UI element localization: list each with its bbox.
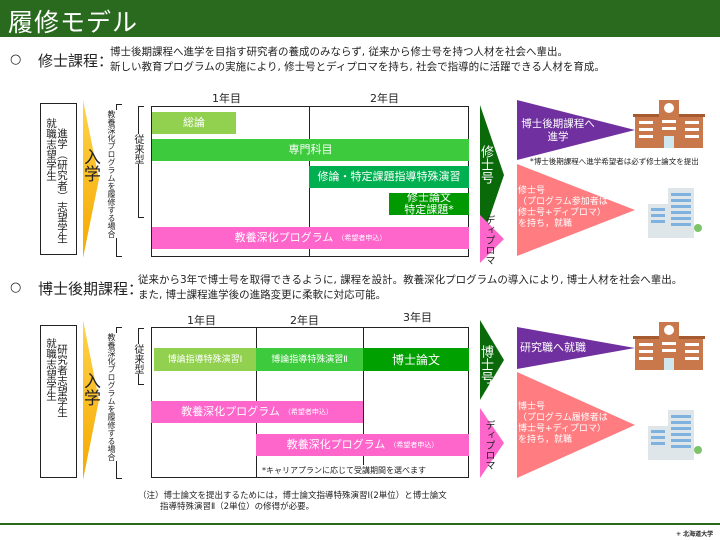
line: （プログラム履修者は xyxy=(518,413,608,423)
university-building-icon xyxy=(633,322,705,370)
office-building-icon xyxy=(648,188,702,238)
diploma-label: ディプロマ xyxy=(483,420,494,470)
header-bar xyxy=(0,0,720,37)
bar-label: 教養深化プログラム xyxy=(181,405,280,418)
bar-note: （希望者申込） xyxy=(389,441,439,449)
student-types-box: 進学（研究者）志望学生 就職志望学生 xyxy=(40,103,77,255)
program-case-label: 教養深化プログラムを履修する場合 xyxy=(106,333,117,461)
bar-label: 博士論文 xyxy=(391,352,440,367)
university-building-icon xyxy=(633,100,705,148)
bar-label: 教養深化プログラム xyxy=(234,231,334,244)
course-program-b: 教養深化プログラム（希望者申込） xyxy=(256,434,469,456)
enroll-label: 入学 xyxy=(80,148,100,182)
bar-label: 博論指導特殊演習Ⅱ xyxy=(271,354,348,365)
year-label: 2年目 xyxy=(290,314,319,327)
degree-label: 博士号 xyxy=(478,345,493,384)
year-label: 2年目 xyxy=(370,92,399,105)
enroll-label: 入学 xyxy=(80,372,100,406)
course-program: 教養深化プログラム（希望者申込） xyxy=(152,227,469,249)
students-research: 進学（研究者）志望学生 xyxy=(56,128,68,244)
outcome-job: 修士号 （プログラム参加者は 修士号+ディプロマ） を持ち，就職 xyxy=(518,186,608,230)
page-title: 履修モデル xyxy=(8,8,139,37)
line: 博士号+ディプロマ） xyxy=(518,424,606,434)
students-job: 就職志望学生 xyxy=(45,338,57,401)
line: 博士号 xyxy=(518,402,546,412)
course-seminar-2: 博論指導特殊演習Ⅱ xyxy=(256,348,363,371)
bar-label: 特定課題* xyxy=(404,203,454,216)
course-general: 総論 xyxy=(152,112,236,134)
section-heading-doctor: 博士後期課程： xyxy=(38,280,144,298)
students-research: 研究者志望学生 xyxy=(56,344,68,418)
bar-label: 教養深化プログラム xyxy=(286,438,386,451)
course-seminar: 修論・特定課題指導特殊演習 xyxy=(309,166,469,188)
logo-text: 北海道大学 xyxy=(683,531,714,538)
bar-label: 修士論文 xyxy=(407,191,451,204)
master-desc-2: 新しい教育プログラムの実施により, 修士号とディプロマを持ち, 社会で指導的に活… xyxy=(110,61,605,73)
course-specialized: 専門科目 xyxy=(152,139,469,161)
course-program-a: 教養深化プログラム（希望者申込） xyxy=(151,401,363,423)
diploma-label: ディプロマ xyxy=(483,215,494,265)
bar-label: 専門科目 xyxy=(288,143,333,156)
bullet: ○ xyxy=(10,280,22,295)
divider xyxy=(363,327,364,467)
traditional-label: 従来型 xyxy=(130,344,145,374)
traditional-label: 従来型 xyxy=(130,134,145,164)
line: （プログラム参加者は xyxy=(518,197,608,207)
year-label: 1年目 xyxy=(187,314,216,327)
course-thesis: 修士論文特定課題* xyxy=(389,191,469,216)
course-seminar-1: 博論指導特殊演習Ⅰ xyxy=(154,348,256,371)
students-job: 就職志望学生 xyxy=(45,118,57,181)
footnote-2: 指導特殊演習Ⅱ（2単位）の修得が必要。 xyxy=(160,502,315,512)
outcome-phd: 博士後期課程へ進学 xyxy=(521,118,595,143)
line: を持ち，就職 xyxy=(518,219,573,229)
office-building-icon xyxy=(648,410,702,460)
outcome-note: *博士後期課程へ進学希望者は必ず修士論文を提出 xyxy=(530,157,699,166)
bullet: ○ xyxy=(10,52,22,67)
course-thesis: 博士論文 xyxy=(363,348,469,371)
doctor-desc-2: また, 博士課程進学後の進路変更に柔軟に対応可能。 xyxy=(138,289,387,301)
period-note: *キャリアプランに応じて受講期間を選べます xyxy=(262,465,426,476)
outcome-research: 研究職へ就職 xyxy=(520,341,586,354)
year-label: 3年目 xyxy=(403,311,432,324)
outcome-job: 博士号 （プログラム履修者は 博士号+ディプロマ） を持ち，就職 xyxy=(518,402,608,446)
line: 修士号 xyxy=(518,186,546,196)
bar-label: 総論 xyxy=(183,116,205,129)
university-logo: ✳ 北海道大学 xyxy=(676,531,714,538)
bar-note: （希望者申込） xyxy=(337,234,387,242)
section-heading-master: 修士課程： xyxy=(38,52,114,70)
doctor-desc-1: 従来から3年で博士号を取得できるように, 課程を設計。教養深化プログラムの導入に… xyxy=(138,274,683,286)
footnote-1: （注）博士論文を提出するためには，博士論文指導特殊演習Ⅰ(2単位）と博士論文 xyxy=(138,491,447,501)
footer-line xyxy=(0,523,720,525)
bar-note: （希望者申込） xyxy=(283,408,333,416)
line: を持ち，就職 xyxy=(518,435,573,445)
bar-label: 博論指導特殊演習Ⅰ xyxy=(167,354,243,365)
program-case-label: 教養深化プログラムを履修する場合 xyxy=(106,110,117,238)
degree-label: 修士号 xyxy=(478,145,493,184)
bar-label: 修論・特定課題指導特殊演習 xyxy=(317,170,461,183)
student-types-box: 研究者志望学生 就職志望学生 xyxy=(40,325,77,478)
line: 修士号+ディプロマ） xyxy=(518,208,606,218)
year-label: 1年目 xyxy=(212,92,241,105)
master-desc-1: 博士後期課程へ進学を目指す研究者の養成のみならず, 従来から修士号を持つ人材を社… xyxy=(110,46,568,58)
